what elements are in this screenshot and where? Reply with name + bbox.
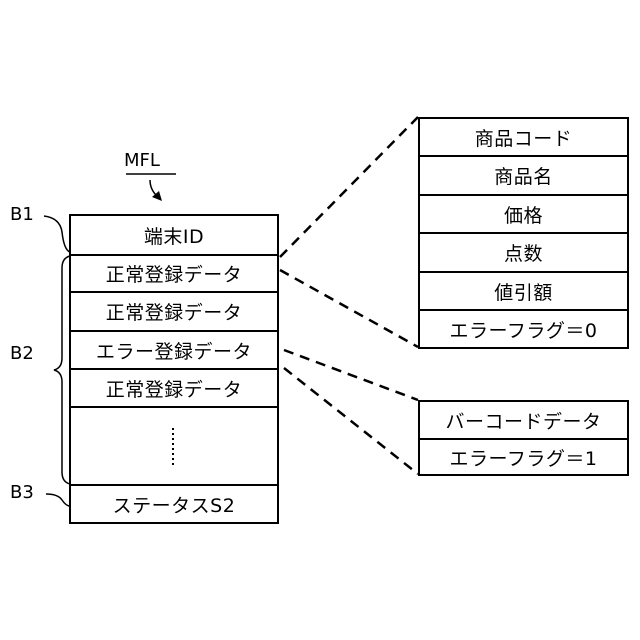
right-top-row-quantity: 点数 [418, 234, 629, 271]
left-row-normal-data-3: 正常登録データ [69, 370, 279, 406]
connector-top-upper [280, 117, 418, 257]
right-top-row-price: 価格 [418, 196, 629, 232]
right-bottom-row-error-flag: エラーフラグ＝1 [418, 440, 629, 474]
connector-bottom-lower [284, 368, 418, 474]
b1-leader [44, 216, 70, 252]
right-top-row-error-flag: エラーフラグ＝0 [418, 311, 629, 347]
b1-label: B1 [10, 204, 34, 225]
right-top-row-product-name: 商品名 [418, 157, 629, 194]
left-row-error-data: エラー登録データ [69, 332, 279, 368]
b3-leader [46, 494, 70, 506]
left-row-status-s2: ステータスS2 [69, 486, 279, 522]
left-row-normal-data-2: 正常登録データ [69, 293, 279, 330]
mfl-label: MFL [124, 150, 160, 171]
left-row-ellipsis [69, 408, 279, 484]
right-top-row-discount: 値引額 [418, 273, 629, 309]
left-row-terminal-id: 端末ID [69, 216, 279, 254]
right-bottom-row-barcode: バーコードデータ [418, 402, 629, 438]
b3-label: B3 [10, 482, 34, 503]
connector-top-lower [280, 270, 418, 347]
connector-bottom-upper [284, 350, 418, 400]
b2-brace [54, 256, 70, 484]
b2-label: B2 [10, 343, 34, 364]
right-top-row-product-code: 商品コード [418, 119, 629, 155]
left-row-normal-data-1: 正常登録データ [69, 256, 279, 291]
